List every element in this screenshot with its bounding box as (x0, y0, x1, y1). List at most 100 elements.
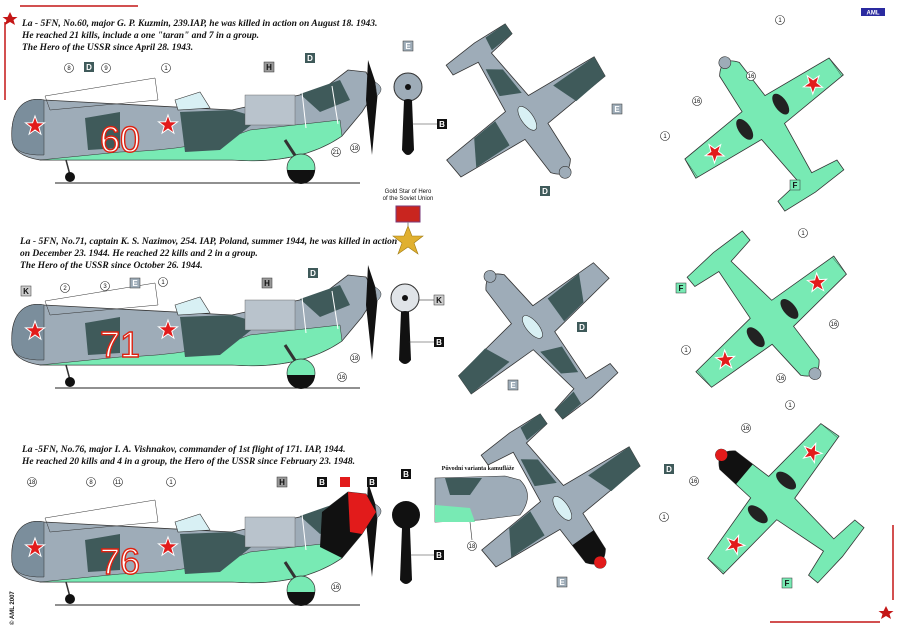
svg-text:E: E (559, 578, 565, 587)
top-view-scheme-3 (435, 380, 678, 620)
svg-text:He reached 21 kills, include: He reached 21 kills, include a one "tara… (21, 31, 259, 41)
bottom-view-1-callouts: 1 16 16 1 F (660, 15, 801, 191)
svg-text:D: D (310, 269, 316, 278)
svg-text:D: D (86, 63, 92, 72)
svg-text:H: H (266, 63, 272, 72)
svg-text:D: D (542, 187, 548, 196)
copyright: © AML 2007 (9, 591, 16, 625)
svg-text:8: 8 (67, 66, 71, 72)
top-view-3-callouts: D E (556, 464, 674, 588)
gold-star-medal: Gold Star of Hero of the Soviet Union (383, 189, 434, 255)
aircraft-number: 60 (100, 119, 140, 160)
caption-scheme-2: La - 5FN, No.71, captain K. S. Nazimov, … (19, 237, 397, 271)
bottom-view-scheme-1 (648, 6, 890, 244)
svg-text:B: B (369, 478, 375, 487)
svg-text:D: D (307, 54, 313, 63)
svg-text:The Hero of the USSR since Apr: The Hero of the USSR since April 28. 194… (22, 43, 193, 53)
svg-text:16: 16 (691, 479, 698, 485)
top-view-2-callouts: D E (507, 322, 587, 391)
svg-text:B: B (319, 478, 325, 487)
svg-text:F: F (679, 284, 684, 293)
svg-text:E: E (405, 42, 411, 51)
aircraft-number: 76 (100, 541, 140, 582)
svg-text:E: E (510, 381, 516, 390)
svg-text:11: 11 (115, 480, 122, 486)
svg-text:B: B (439, 120, 445, 129)
svg-text:1: 1 (662, 515, 666, 521)
callouts-scheme-3: 18 8 11 1 H B B 16 (27, 476, 377, 592)
caption-scheme-1: La - 5FN, No.60, major G. P. Kuzmin, 239… (21, 19, 377, 53)
svg-text:16: 16 (831, 322, 838, 328)
original-camouflage-detail: Původní varianta kamufláže 18 (434, 465, 528, 551)
svg-text:F: F (785, 579, 790, 588)
svg-text:K: K (436, 296, 442, 305)
logo: AML (861, 8, 885, 17)
bottom-view-2-callouts: 1 F 16 1 16 (675, 228, 839, 383)
svg-text:AML: AML (867, 11, 880, 17)
callouts-scheme-1: 8 D 9 1 H D 18 21 (64, 53, 360, 157)
svg-text:21: 21 (333, 150, 340, 156)
svg-text:1: 1 (684, 348, 688, 354)
svg-text:La -5FN, No.76, major I. A. Vi: La -5FN, No.76, major I. A. Vishnakov, c… (21, 445, 345, 455)
bottom-view-scheme-2 (644, 195, 887, 436)
star-icon (878, 606, 894, 619)
top-view-scheme-1 (400, 0, 643, 230)
svg-text:1: 1 (778, 18, 782, 24)
svg-text:16: 16 (339, 375, 346, 381)
bottom-view-3-callouts: 1 16 16 1 F (659, 400, 795, 589)
svg-text:18: 18 (469, 544, 476, 550)
svg-text:1: 1 (169, 480, 173, 486)
svg-text:18: 18 (352, 356, 359, 362)
svg-text:B: B (436, 338, 442, 347)
svg-text:16: 16 (748, 74, 755, 80)
svg-text:16: 16 (333, 585, 340, 591)
side-view-scheme-2: 71 (12, 265, 381, 389)
propeller-front-view-3: B B (392, 469, 444, 584)
svg-text:2: 2 (63, 286, 67, 292)
svg-text:He reached 20 kills and 4 in a: He reached 20 kills and 4 in a group, th… (21, 457, 355, 467)
svg-text:16: 16 (778, 376, 785, 382)
bottom-view-scheme-3 (659, 382, 900, 625)
svg-text:La - 5FN, No.71, captain K. S.: La - 5FN, No.71, captain K. S. Nazimov, … (19, 237, 397, 247)
svg-text:La - 5FN, No.60, major G. P. K: La - 5FN, No.60, major G. P. Kuzmin, 239… (21, 19, 377, 29)
svg-text:18: 18 (352, 146, 359, 152)
svg-text:Původní varianta kamufláže: Původní varianta kamufláže (442, 465, 515, 472)
side-view-scheme-1: 60 (12, 60, 381, 184)
svg-text:E: E (614, 105, 620, 114)
propeller-front-view-1: E B (393, 40, 447, 155)
callouts-scheme-2: K 2 3 E 1 H D 18 16 (20, 268, 360, 382)
caption-scheme-3: La -5FN, No.76, major I. A. Vishnakov, c… (21, 445, 355, 467)
svg-text:D: D (666, 465, 672, 474)
top-view-1-callouts: E D (540, 103, 623, 196)
star-icon (2, 12, 18, 25)
svg-text:The Hero of the USSR since Oc: The Hero of the USSR since October 26. 1… (20, 261, 203, 271)
svg-text:1: 1 (788, 403, 792, 409)
svg-text:16: 16 (694, 99, 701, 105)
frame-bottom-right (770, 525, 894, 623)
svg-text:E: E (132, 279, 138, 288)
propeller-front-view-2: K B (390, 283, 445, 364)
svg-text:of the Soviet Union: of the Soviet Union (383, 196, 434, 202)
side-view-scheme-3: 76 (12, 482, 381, 606)
svg-text:16: 16 (743, 426, 750, 432)
svg-text:on December 23. 1944. He reac: on December 23. 1944. He reached 22 kill… (20, 249, 258, 259)
svg-text:H: H (264, 279, 270, 288)
svg-text:9: 9 (104, 66, 108, 72)
svg-text:K: K (23, 287, 29, 296)
svg-text:1: 1 (161, 280, 165, 286)
svg-text:1: 1 (663, 134, 667, 140)
svg-text:Gold Star of Hero: Gold Star of Hero (385, 189, 432, 195)
svg-text:18: 18 (29, 480, 36, 486)
svg-text:D: D (579, 323, 585, 332)
svg-text:H: H (279, 478, 285, 487)
svg-text:3: 3 (103, 284, 107, 290)
frame-top-left (2, 5, 138, 100)
svg-text:1: 1 (801, 231, 805, 237)
aircraft-number: 71 (100, 324, 140, 365)
svg-text:B: B (403, 470, 409, 479)
svg-text:F: F (793, 181, 798, 190)
gold-star-icon (392, 225, 424, 255)
svg-text:1: 1 (164, 66, 168, 72)
svg-text:B: B (436, 551, 442, 560)
